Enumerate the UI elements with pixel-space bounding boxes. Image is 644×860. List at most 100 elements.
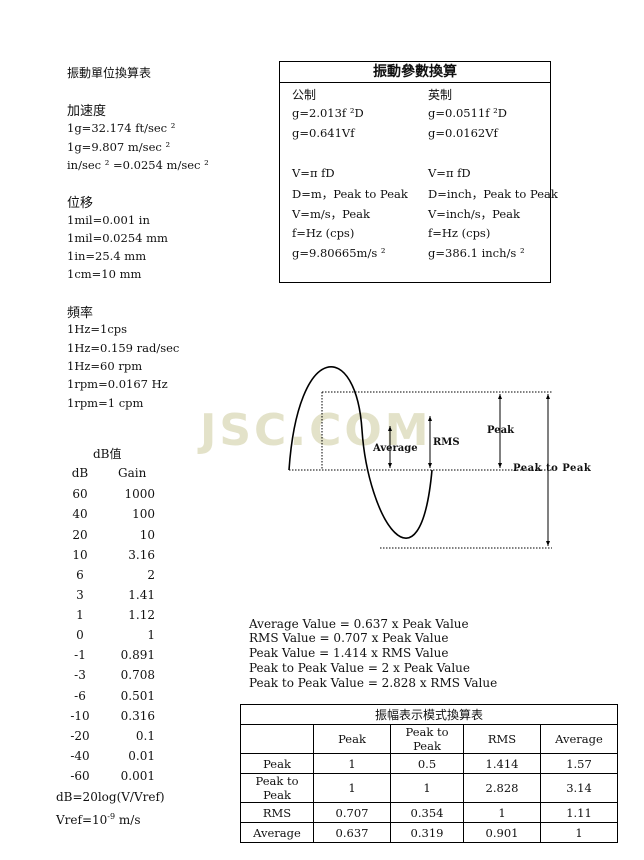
gain-value: 2 [147, 568, 155, 582]
imperial-formula: f=Hz (cps) [428, 226, 491, 240]
displacement-line: 1in=25.4 mm [67, 249, 147, 263]
db-formula: dB=20log(V/Vref) [56, 790, 165, 804]
table-cell: 0.707 [313, 802, 391, 823]
gain-value: 100 [132, 507, 155, 521]
table-header-cell [240, 724, 314, 754]
db-value: -1 [74, 648, 86, 662]
table-row-label: Average [240, 822, 314, 843]
frequency-line: 1rpm=1 cpm [67, 396, 144, 410]
imperial-heading: 英制 [428, 88, 453, 102]
relation-line: Peak to Peak Value = 2 x Peak Value [249, 661, 470, 675]
table-header-row: Peak Peak to Peak RMS Average [240, 724, 618, 754]
peak-to-peak-label: Peak to Peak [513, 463, 592, 474]
table-cell: 0.5 [390, 753, 464, 774]
table-cell: 0.637 [313, 822, 391, 843]
gain-value: 0.708 [120, 668, 155, 682]
db-value: 6 [76, 568, 84, 582]
db-value: -60 [70, 769, 90, 783]
db-value: -6 [74, 689, 86, 703]
imperial-formula: g=0.0162Vf [428, 126, 498, 140]
imperial-formula: g=386.1 inch/s ² [428, 246, 525, 260]
gain-value: 1.41 [128, 588, 155, 602]
gain-value: 1 [147, 628, 155, 642]
parameter-box-title: 振動參數換算 [280, 62, 550, 83]
vref-formula: Vref=10-9 m/s [56, 812, 141, 827]
table-cell: 0.901 [463, 822, 541, 843]
table-row-label: RMS [240, 802, 314, 823]
db-value: 3 [76, 588, 84, 602]
gain-value: 0.01 [128, 749, 155, 763]
parameter-conversion-box: 振動參數換算 公制 英制 g=2.013f ²D g=0.0511f ²D g=… [279, 61, 558, 283]
frequency-line: 1Hz=0.159 rad/sec [67, 341, 180, 355]
table-row: RMS 0.707 0.354 1 1.11 [240, 802, 618, 823]
metric-formula: f=Hz (cps) [292, 226, 355, 240]
table-cell: 1 [313, 753, 391, 774]
db-value: 1 [76, 608, 84, 622]
db-value: 0 [76, 628, 84, 642]
db-value: -10 [70, 709, 90, 723]
displacement-line: 1mil=0.0254 mm [67, 231, 168, 245]
frequency-line: 1rpm=0.0167 Hz [67, 377, 168, 391]
displacement-line: 1cm=10 mm [67, 267, 142, 281]
table-cell: 1.11 [540, 802, 618, 823]
imperial-formula: D=inch，Peak to Peak [428, 187, 558, 201]
imperial-formula: V=π fD [428, 166, 471, 180]
gain-value: 3.16 [128, 548, 155, 562]
table-row: Average 0.637 0.319 0.901 1 [240, 822, 618, 843]
gain-value: 10 [139, 528, 155, 542]
table-header-cell: Average [540, 724, 618, 754]
db-value: 10 [72, 548, 88, 562]
metric-heading: 公制 [292, 88, 317, 102]
db-value: -20 [70, 729, 90, 743]
gain-value: 0.001 [120, 769, 155, 783]
table-cell: 1 [540, 822, 618, 843]
displacement-line: 1mil=0.001 in [67, 213, 150, 227]
metric-formula: g=0.641Vf [292, 126, 355, 140]
gain-value: 0.1 [135, 729, 155, 743]
average-label: Average [373, 443, 418, 454]
sine-wave [288, 366, 433, 539]
rms-label: RMS [433, 437, 460, 448]
displacement-heading: 位移 [67, 196, 94, 211]
table-row: Peak 1 0.5 1.414 1.57 [240, 753, 618, 774]
frequency-line: 1Hz=1cps [67, 322, 128, 336]
table-cell: 1.414 [463, 753, 541, 774]
db-column-header: dB [71, 466, 89, 480]
table-cell: 1 [463, 802, 541, 823]
frequency-heading: 頻率 [67, 306, 94, 321]
imperial-formula: g=0.0511f ²D [428, 106, 507, 120]
table-cell: 3.14 [540, 773, 618, 803]
metric-formula: g=9.80665m/s ² [292, 246, 386, 260]
table-row-label: Peak [240, 753, 314, 774]
table-caption: 振幅表示模式換算表 [240, 704, 618, 725]
relation-line: Peak Value = 1.414 x RMS Value [249, 646, 449, 660]
db-value: 40 [72, 507, 88, 521]
table-header-cell: RMS [463, 724, 541, 754]
unit-conversion-title: 振動單位換算表 [67, 66, 152, 80]
gain-column-header: Gain [118, 466, 147, 480]
imperial-formula: V=inch/s，Peak [428, 207, 520, 221]
table-header-cell: Peak [313, 724, 391, 754]
db-value: 20 [72, 528, 88, 542]
table-header-cell: Peak to Peak [390, 724, 464, 754]
metric-formula: V=m/s，Peak [292, 207, 370, 221]
acceleration-line: 1g=9.807 m/sec ² [67, 140, 171, 154]
metric-formula: D=m，Peak to Peak [292, 187, 408, 201]
relation-line: Peak to Peak Value = 2.828 x RMS Value [249, 676, 498, 690]
frequency-line: 1Hz=60 rpm [67, 359, 143, 373]
relation-line: Average Value = 0.637 x Peak Value [249, 617, 469, 631]
table-row-label: Peak to Peak [240, 773, 314, 803]
metric-formula: g=2.013f ²D [292, 106, 364, 120]
db-value: -3 [74, 668, 86, 682]
relation-line: RMS Value = 0.707 x Peak Value [249, 631, 449, 645]
table-row: Peak to Peak 1 1 2.828 3.14 [240, 773, 618, 803]
table-cell: 1.57 [540, 753, 618, 774]
acceleration-heading: 加速度 [67, 104, 107, 119]
metric-formula: V=π fD [292, 166, 335, 180]
gain-value: 0.316 [120, 709, 155, 723]
table-cell: 0.319 [390, 822, 464, 843]
db-table-title: dB值 [93, 447, 122, 461]
table-cell: 2.828 [463, 773, 541, 803]
db-value: 60 [72, 487, 88, 501]
